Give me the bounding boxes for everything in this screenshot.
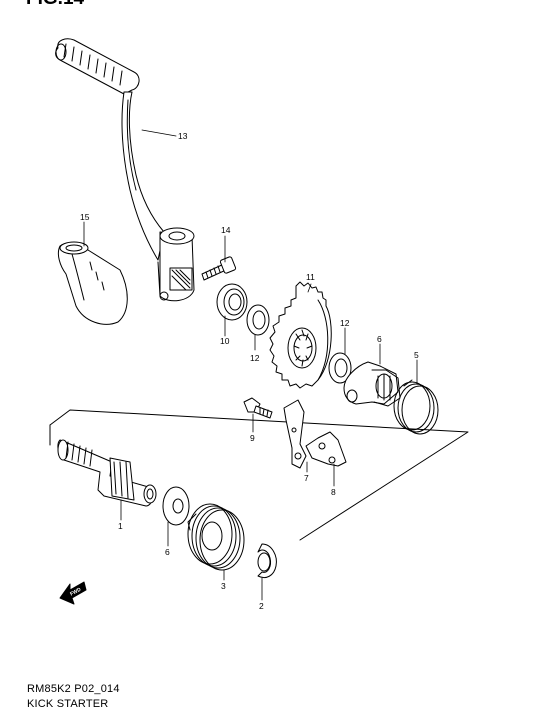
label-part-7: 7 — [304, 473, 309, 483]
driven-gear[interactable] — [270, 282, 331, 388]
fwd-text: FWD — [69, 587, 82, 598]
label-part-11: 11 — [306, 272, 315, 282]
shaft-washer[interactable] — [163, 487, 189, 525]
circlip[interactable] — [258, 544, 276, 578]
label-part-1: 1 — [118, 521, 123, 531]
guide-plate[interactable] — [284, 400, 306, 468]
label-part-2: 2 — [259, 601, 264, 611]
label-part-15: 15 — [80, 212, 90, 222]
thrust-washer-right[interactable] — [329, 353, 351, 383]
label-part-8: 8 — [331, 487, 336, 497]
rubber-boot[interactable] — [58, 242, 127, 324]
figure-title: FIG.14 — [26, 0, 84, 10]
label-part-5: 5 — [414, 350, 419, 360]
label-part-13: 13 — [178, 131, 188, 141]
ratchet-spring[interactable] — [394, 380, 438, 434]
section-name: KICK STARTER — [27, 698, 109, 710]
label-part-9: 9 — [250, 433, 255, 443]
label-part-12-right: 12 — [340, 318, 350, 328]
forward-direction-arrow: FWD — [60, 582, 86, 604]
label-part-6-washer: 6 — [165, 547, 170, 557]
label-part-12-left: 12 — [250, 353, 260, 363]
ratchet-gear[interactable] — [344, 362, 400, 406]
leader-lines — [84, 130, 417, 600]
lever-bolt[interactable] — [202, 256, 236, 280]
shaft-assembly-outline — [50, 410, 468, 540]
oil-seal[interactable] — [217, 284, 247, 320]
label-part-10: 10 — [220, 336, 230, 346]
label-part-14: 14 — [221, 225, 231, 235]
kick-shaft[interactable] — [58, 440, 156, 506]
kick-lever[interactable] — [56, 39, 194, 301]
part-number-labels: 13 15 14 11 12 10 6 12 5 9 7 8 1 6 3 2 — [80, 131, 419, 611]
thrust-washer-left[interactable] — [247, 305, 269, 335]
stopper-plate[interactable] — [306, 432, 346, 466]
return-spring[interactable] — [188, 504, 244, 570]
label-part-3: 3 — [221, 581, 226, 591]
label-part-6-gear: 6 — [377, 334, 382, 344]
drawing-code: RM85K2 P02_014 — [27, 683, 120, 695]
guide-bolt[interactable] — [244, 398, 272, 418]
